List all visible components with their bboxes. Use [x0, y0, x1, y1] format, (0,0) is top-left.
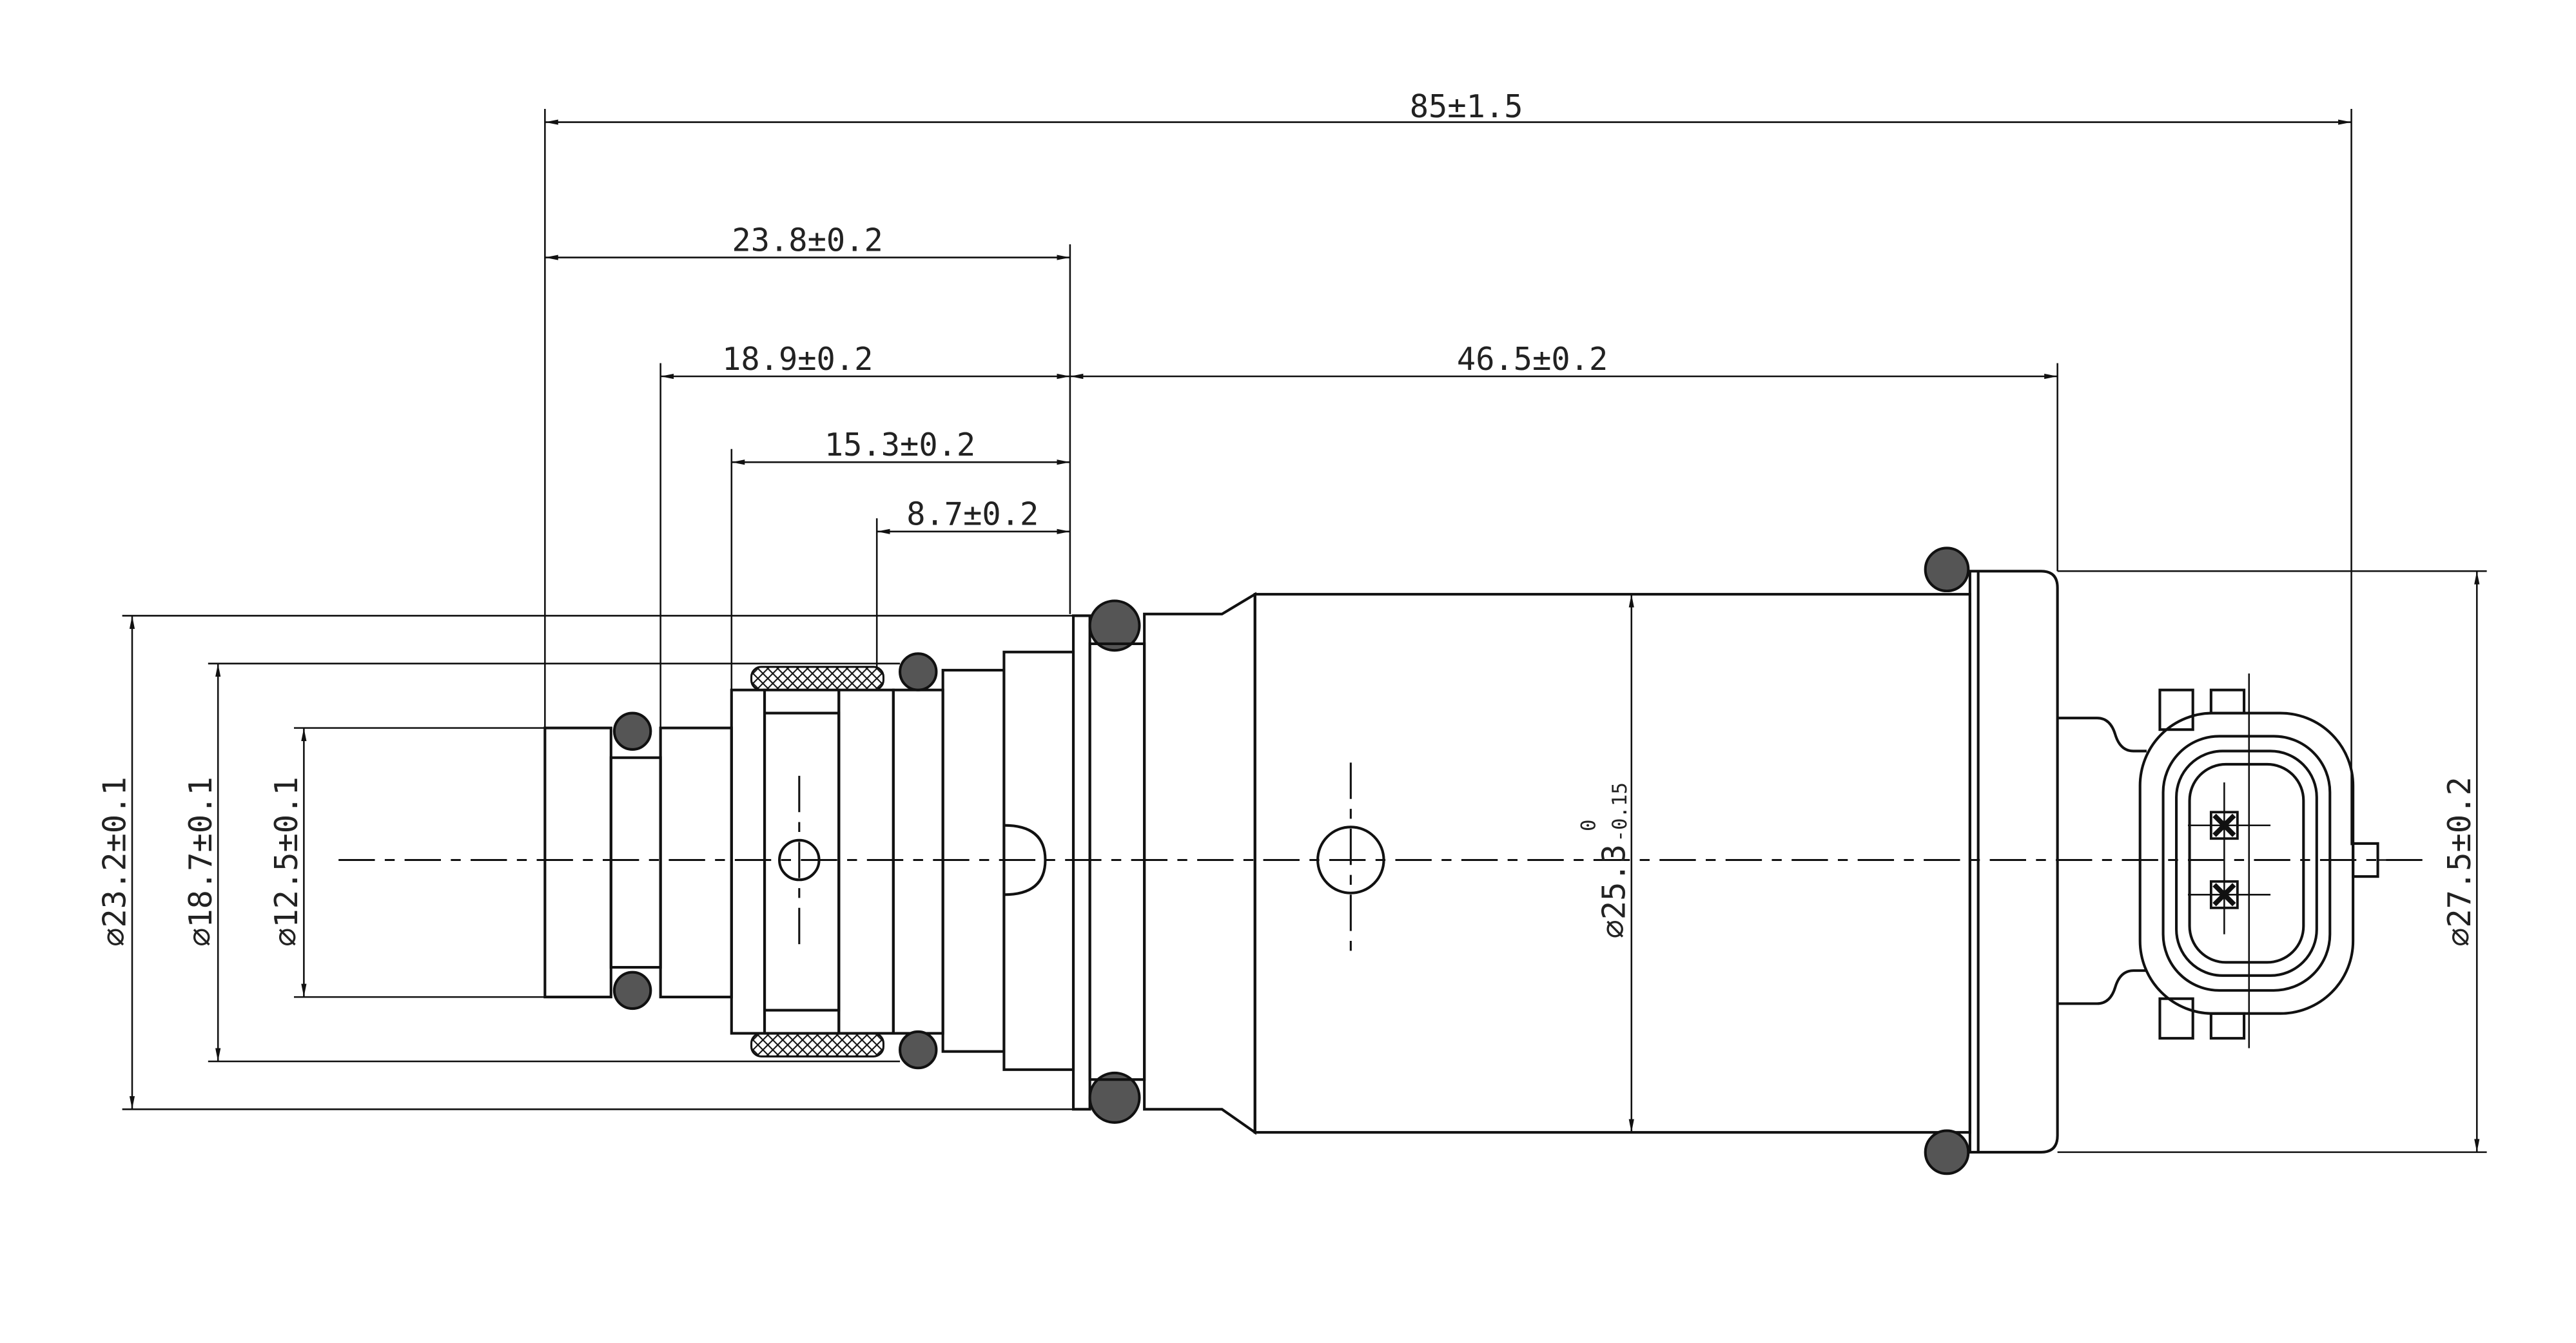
- dimension-label: ⌀23.2±0.1: [97, 777, 133, 947]
- dimension-label: 15.3±0.2: [825, 427, 975, 463]
- dimension-18-9: 18.9±0.2: [660, 342, 1070, 380]
- dimension-label: ⌀18.7±0.1: [183, 777, 219, 947]
- dimension-label: ⌀27.5±0.2: [2442, 777, 2478, 947]
- dimension-dia-18-7: ⌀18.7±0.1: [183, 663, 221, 1062]
- dimension-label: ⌀12.5±0.1: [269, 777, 305, 947]
- dimension-46-5: 46.5±0.2: [1069, 342, 2058, 380]
- dimension-label: 85±1.5: [1410, 89, 1523, 125]
- o-ring-mid: [899, 652, 938, 691]
- electrical-connector: [2057, 673, 2411, 1048]
- dimension-dia-27-5: ⌀27.5±0.2: [2442, 571, 2480, 1152]
- tolerance-lower: -0.15: [1608, 782, 1632, 842]
- o-ring-small: [612, 971, 652, 1010]
- dimension-8-7: 8.7±0.2: [877, 497, 1070, 534]
- o-ring-mid: [899, 1030, 938, 1070]
- dimension-dia-12-5: ⌀12.5±0.1: [269, 728, 307, 998]
- dimension-overall-length: 85±1.5: [545, 89, 2352, 125]
- o-ring-large: [1088, 599, 1141, 652]
- dimension-label: 8.7±0.2: [906, 497, 1039, 533]
- dimension-label: 23.8±0.2: [732, 222, 883, 258]
- o-ring-housing: [1924, 546, 1970, 593]
- filter-screen: [750, 1032, 884, 1058]
- valve-body: [543, 546, 2059, 1175]
- dimension-15-3: 15.3±0.2: [731, 427, 1070, 465]
- dimension-label: 46.5±0.2: [1457, 342, 1608, 378]
- dimension-label: ⌀25.3: [1597, 844, 1633, 938]
- o-ring-large: [1088, 1071, 1141, 1124]
- o-ring-housing: [1924, 1129, 1970, 1175]
- valve-tip: [543, 726, 612, 999]
- dimension-23-8: 23.8±0.2: [545, 222, 1070, 260]
- extension-lines: [122, 109, 2487, 1154]
- tolerance-upper: 0: [1577, 819, 1600, 831]
- dimension-dia-23-2: ⌀23.2±0.1: [97, 615, 135, 1110]
- dimension-dia-25-3: ⌀25.3 0 -0.15: [1577, 594, 1634, 1133]
- dimension-label: 18.9±0.2: [722, 342, 873, 378]
- o-ring-small: [612, 711, 652, 751]
- filter-screen: [750, 666, 884, 691]
